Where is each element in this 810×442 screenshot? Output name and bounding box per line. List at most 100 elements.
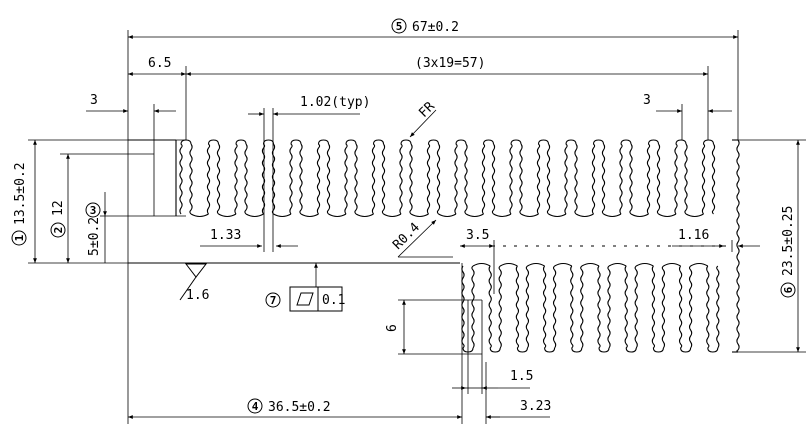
top-fin-side-15 bbox=[574, 143, 578, 215]
top-fin-side-20 bbox=[711, 143, 716, 215]
flatness-icon bbox=[296, 292, 314, 306]
top-fin-6 bbox=[316, 139, 330, 215]
top-fin-18 bbox=[646, 139, 660, 215]
top-fin-side-2 bbox=[216, 143, 221, 215]
top-fin-9 bbox=[399, 139, 412, 215]
top-fin-side-9 bbox=[409, 143, 413, 215]
base-thickness-label: 5±0.2 bbox=[87, 217, 102, 256]
bottom-root-2 bbox=[499, 262, 518, 267]
bottom-fin-side-9 bbox=[688, 265, 693, 349]
fin-pitch-bottom-label: 3.5 bbox=[466, 228, 489, 243]
top-fin-side-5 bbox=[299, 143, 303, 215]
callout-6: 6 bbox=[782, 286, 795, 293]
bottom-root-8 bbox=[663, 262, 681, 267]
bottom-fin-1 bbox=[461, 265, 474, 353]
top-fin-side-1 bbox=[189, 143, 193, 215]
top-fin-side-4 bbox=[271, 143, 276, 215]
top-root-18 bbox=[658, 213, 677, 218]
top-root-5 bbox=[300, 213, 319, 218]
left-offset-label: 6.5 bbox=[148, 56, 171, 71]
dimension-root-radius: R0.4 bbox=[390, 219, 453, 258]
top-fin-2 bbox=[206, 139, 220, 215]
top-root-8 bbox=[383, 213, 402, 218]
fin-root-radius-label: FR bbox=[416, 99, 438, 121]
top-root-14 bbox=[548, 213, 567, 218]
dimension-fin-pitch-bottom: 3.5 bbox=[460, 228, 494, 248]
dimension-split-length: 4 36.5±0.2 bbox=[127, 398, 462, 419]
dimension-fin-gap-bottom: 1.16 bbox=[672, 228, 760, 248]
top-fin-5 bbox=[289, 139, 302, 215]
dimension-detail-pitch: 3.23 bbox=[486, 399, 551, 419]
top-fin-7 bbox=[344, 139, 357, 215]
bottom-root-7 bbox=[635, 262, 654, 267]
surface-finish-symbol: 1.6 bbox=[179, 262, 209, 303]
dimension-fin-root-radius: FR bbox=[409, 99, 438, 138]
callout-1: 1 bbox=[13, 234, 26, 241]
callout-4-circle bbox=[247, 398, 263, 414]
bottom-fin-side-4 bbox=[552, 265, 557, 349]
bottom-root-4 bbox=[554, 262, 573, 267]
callout-7-circle bbox=[265, 292, 281, 308]
dimension-left-block-height: 1 13.5±0.2 bbox=[11, 139, 37, 263]
flatness-tolerance-frame: 7 0.1 bbox=[265, 263, 345, 312]
top-fin-side-16 bbox=[601, 143, 606, 215]
top-fin-12 bbox=[481, 139, 495, 215]
fin-thickness-label: 1.02(typ) bbox=[300, 95, 370, 110]
edge-gap-left-label: 3 bbox=[90, 93, 98, 108]
dimension-detail-depth: 6 bbox=[385, 299, 482, 355]
overall-height-label: 23.5±0.25 bbox=[781, 206, 796, 276]
top-fin-15 bbox=[564, 139, 577, 215]
inner-height-label: 12 bbox=[51, 200, 66, 216]
top-fin-1 bbox=[179, 139, 192, 215]
bottom-root-3 bbox=[527, 262, 545, 267]
detail-depth-label: 6 bbox=[385, 324, 400, 332]
bottom-fin-4 bbox=[542, 265, 556, 353]
top-fin-side-14 bbox=[546, 143, 551, 215]
bottom-fin-8 bbox=[651, 265, 664, 353]
callout-4: 4 bbox=[252, 400, 259, 413]
top-fin-side-11 bbox=[464, 143, 468, 215]
top-root-10 bbox=[438, 213, 457, 218]
bottom-fin-7 bbox=[624, 265, 637, 353]
bottom-fin-3 bbox=[515, 265, 528, 353]
root-radius-label: R0.4 bbox=[390, 220, 423, 253]
overall-width-label: 67±0.2 bbox=[412, 20, 459, 35]
bottom-root-9 bbox=[690, 262, 709, 267]
top-root-15 bbox=[575, 213, 594, 218]
right-end-wall bbox=[736, 139, 740, 353]
fin-gap-top-label: 1.33 bbox=[210, 228, 241, 243]
top-root-6 bbox=[328, 213, 347, 218]
bottom-fin-6 bbox=[597, 265, 610, 353]
top-root-11 bbox=[465, 213, 484, 218]
callout-1-circle bbox=[11, 230, 27, 246]
top-fin-side-7 bbox=[354, 143, 358, 215]
top-fin-side-10 bbox=[436, 143, 441, 215]
top-fin-10 bbox=[426, 139, 440, 215]
callout-7: 7 bbox=[270, 294, 277, 307]
bottom-fin-side-1 bbox=[471, 265, 475, 349]
top-root-2 bbox=[218, 213, 237, 218]
dimension-fin-run: (3x19=57) bbox=[185, 56, 708, 76]
top-root-7 bbox=[355, 213, 374, 218]
top-fin-side-12 bbox=[491, 143, 496, 215]
split-length-label: 36.5±0.2 bbox=[268, 400, 331, 415]
top-fin-side-8 bbox=[381, 143, 386, 215]
callout-6-circle bbox=[780, 282, 796, 298]
top-fin-17 bbox=[619, 139, 632, 215]
top-root-3 bbox=[245, 213, 264, 218]
top-fin-side-18 bbox=[656, 143, 661, 215]
bottom-root-6 bbox=[608, 262, 627, 267]
top-root-9 bbox=[410, 213, 429, 218]
bottom-fin-side-8 bbox=[661, 265, 666, 349]
top-root-13 bbox=[520, 213, 539, 218]
callout-2: 2 bbox=[52, 227, 65, 234]
callout-5: 5 bbox=[396, 20, 403, 33]
callout-3-circle bbox=[85, 202, 101, 218]
fin-run-label: (3x19=57) bbox=[415, 56, 485, 71]
dimension-edge-gap-right: 3 bbox=[643, 93, 732, 113]
bottom-fin-2 bbox=[488, 265, 501, 353]
top-root-12 bbox=[493, 213, 512, 218]
dimension-left-offset: 6.5 bbox=[127, 56, 187, 76]
dimension-overall-width: 5 67±0.2 bbox=[127, 18, 738, 39]
